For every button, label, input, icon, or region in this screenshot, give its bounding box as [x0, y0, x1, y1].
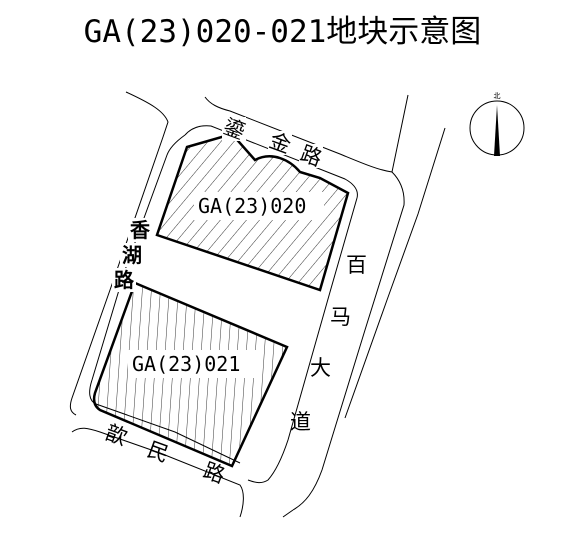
baima-ave-west-edge: [247, 197, 358, 484]
parcel-021-label-bg: [128, 350, 256, 378]
parcel-020-label-bg: [194, 192, 324, 220]
xianghu-char-2: 湖: [122, 243, 142, 267]
map-title: GA(23)020-021地块示意图: [83, 14, 482, 50]
baima-ave-outer-edge: [344, 127, 446, 419]
luanjin-road-label: 鎏 金 路: [220, 114, 325, 171]
baima-char-1: 百: [346, 253, 367, 277]
xianghu-road-west-edge: [69, 91, 169, 416]
kuanmin-road-southeast-edge: [282, 509, 294, 518]
xianghu-char-1: 香: [130, 218, 151, 242]
kuanmin-road-south-edge: [71, 427, 244, 518]
baima-char-4: 道: [290, 410, 311, 434]
baima-char-3: 大: [310, 356, 331, 380]
baima-char-2: 马: [330, 305, 351, 329]
parcel-020-label: GA(23)020: [198, 194, 306, 218]
parcel-021-label: GA(23)021: [132, 352, 240, 376]
baima-ave-label: 百 马 大 道: [290, 253, 367, 434]
xianghu-char-3: 路: [114, 268, 135, 292]
north-arrow-needle: [494, 105, 500, 156]
north-arrow: 北: [469, 92, 525, 156]
kuanmin-char-2: 民: [144, 437, 172, 467]
north-arrow-label: 北: [494, 92, 501, 100]
baima-ave-east-edge: [292, 171, 405, 511]
kuanmin-char-1: 歆: [102, 420, 130, 450]
luanjin-road-north-edge: [204, 94, 409, 173]
xianghu-road-label: 香 湖 路: [112, 218, 152, 292]
